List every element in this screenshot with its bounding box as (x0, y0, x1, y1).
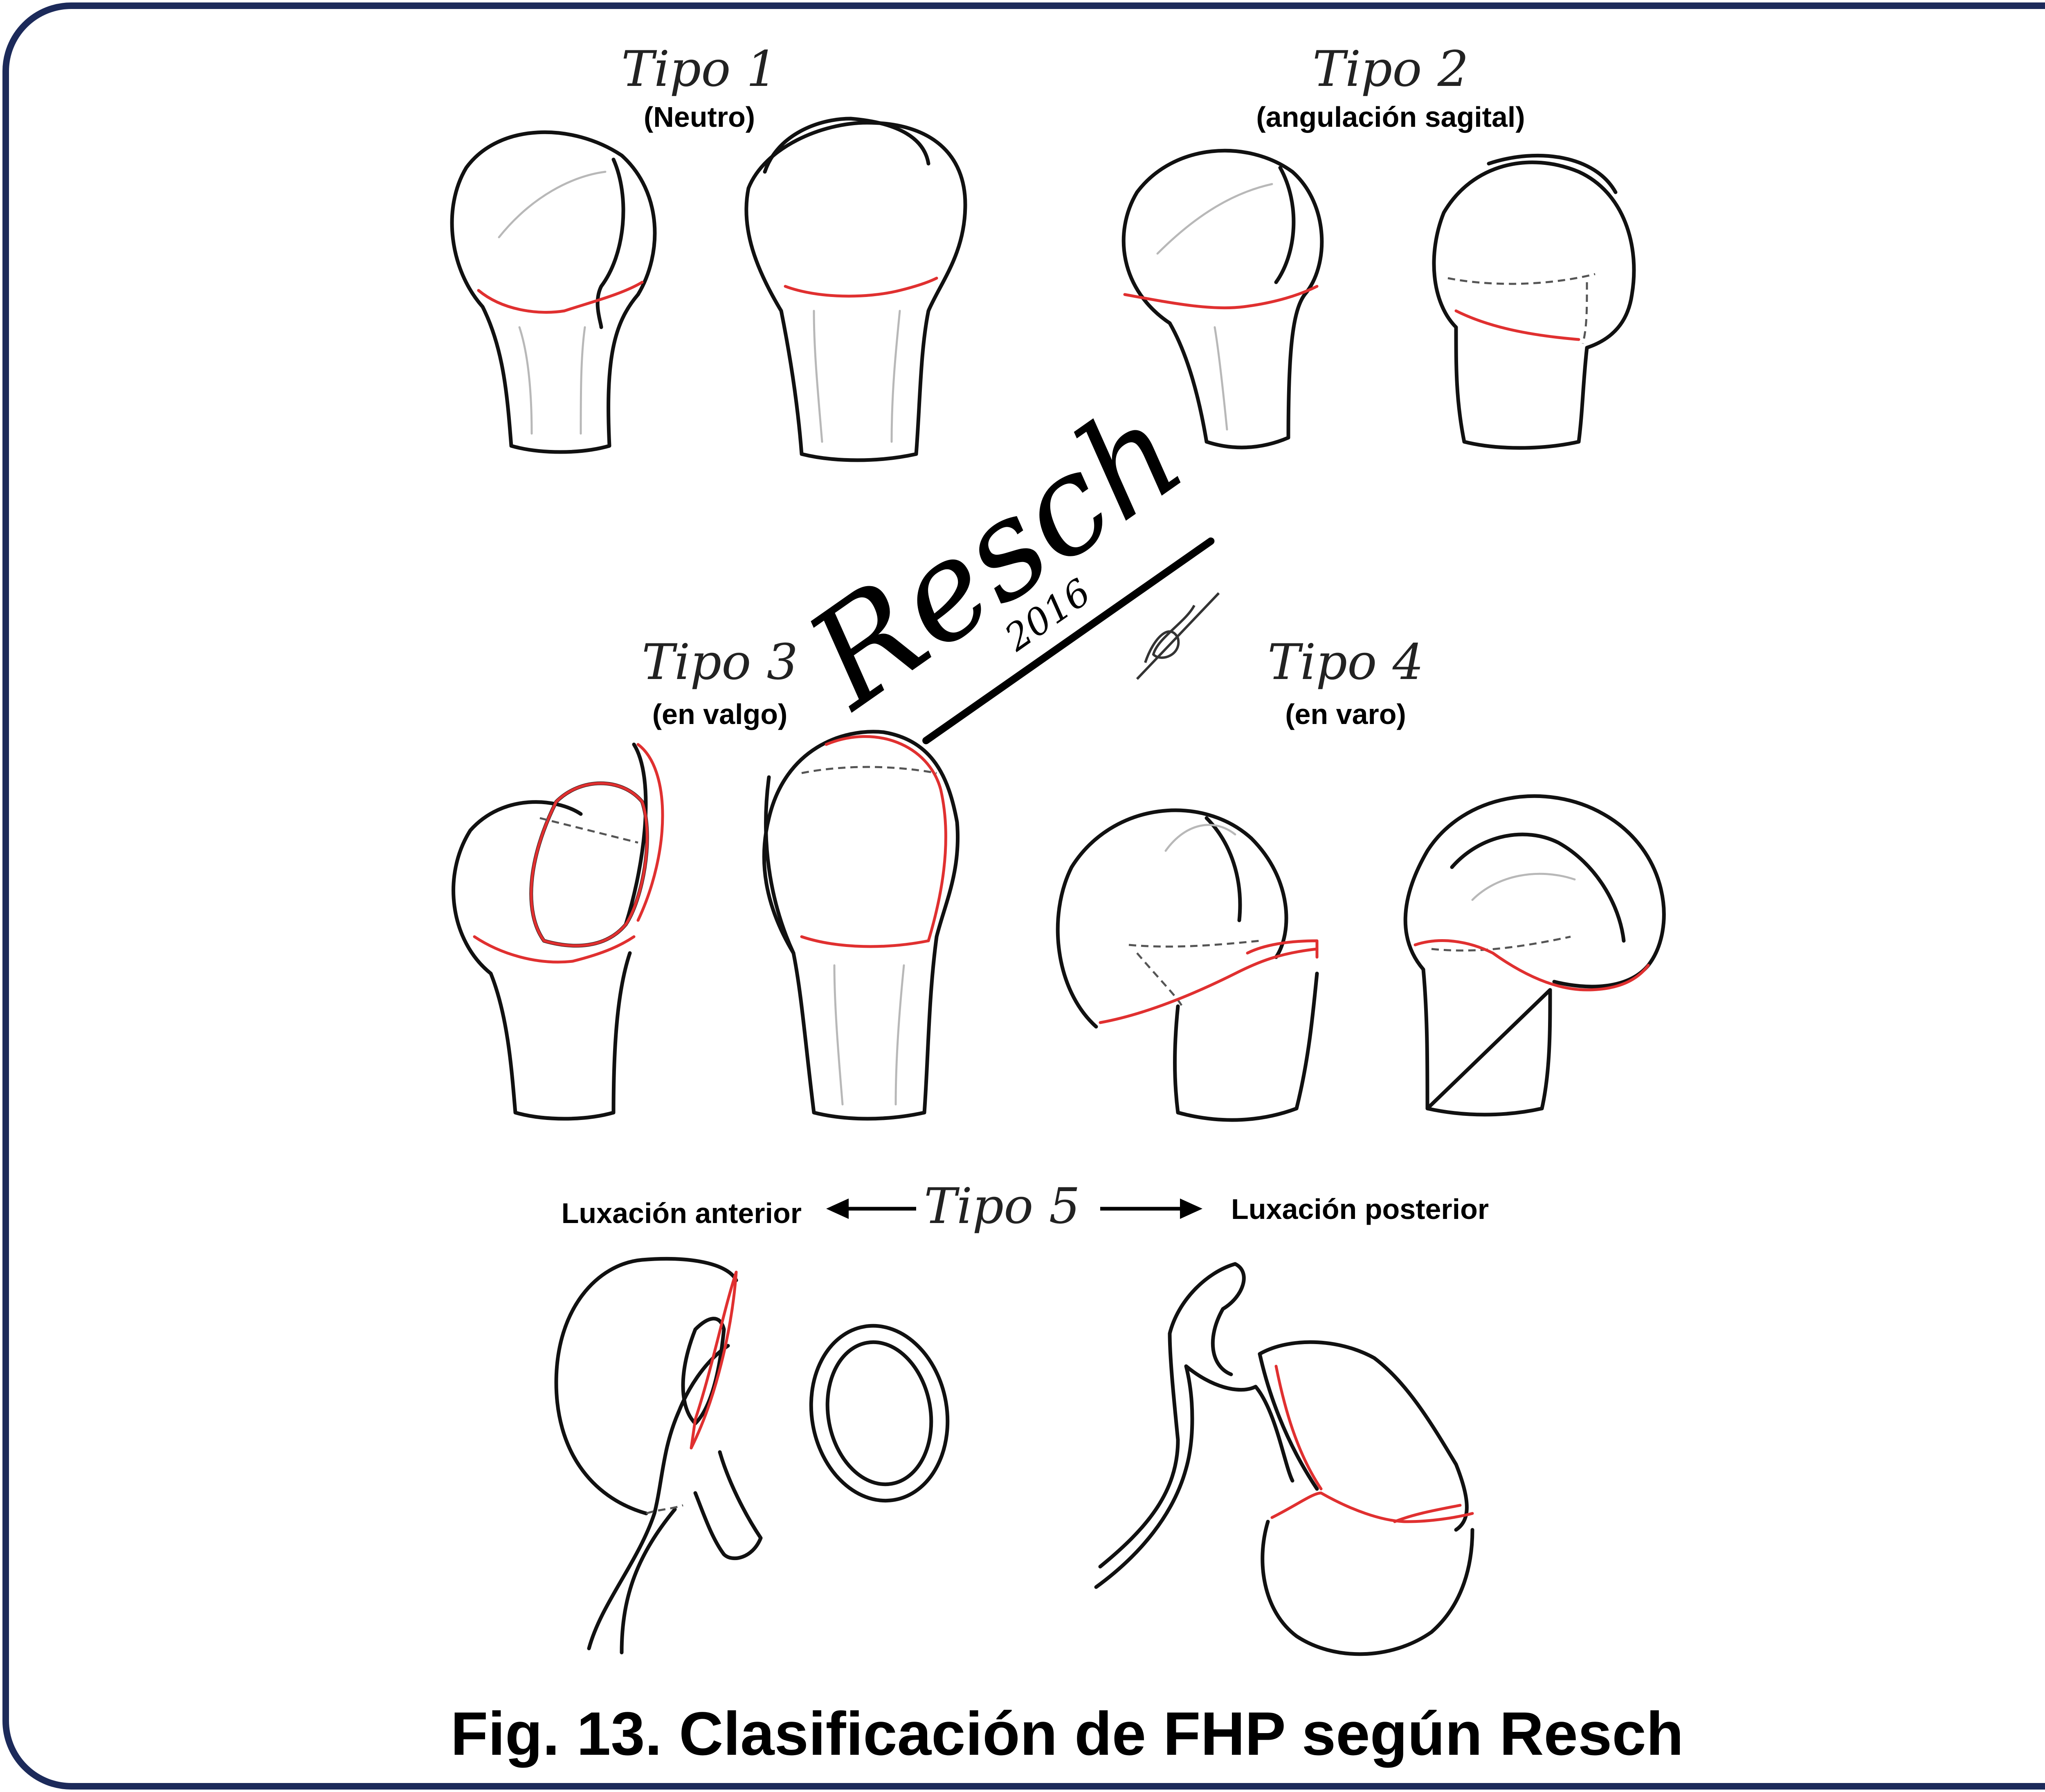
type5-right-label: Luxación posterior (1231, 1193, 1489, 1225)
type5-left-label: Luxación anterior (562, 1197, 802, 1229)
type1-title: Tipo 1 (621, 41, 778, 98)
type4-title: Tipo 4 (1267, 634, 1424, 691)
rounded-frame (6, 6, 2045, 1786)
type3-subtitle: (en valgo) (652, 698, 788, 730)
type2-title: Tipo 2 (1312, 41, 1469, 98)
type4-subtitle: (en varo) (1285, 698, 1406, 730)
type1-subtitle: (Neutro) (644, 101, 755, 133)
type3-title: Tipo 3 (642, 634, 798, 691)
figure-caption: Fig. 13. Clasificación de FHP según Resc… (451, 1699, 1684, 1768)
type2-subtitle: (angulación sagital) (1256, 101, 1525, 133)
type5-title: Tipo 5 (924, 1178, 1080, 1235)
